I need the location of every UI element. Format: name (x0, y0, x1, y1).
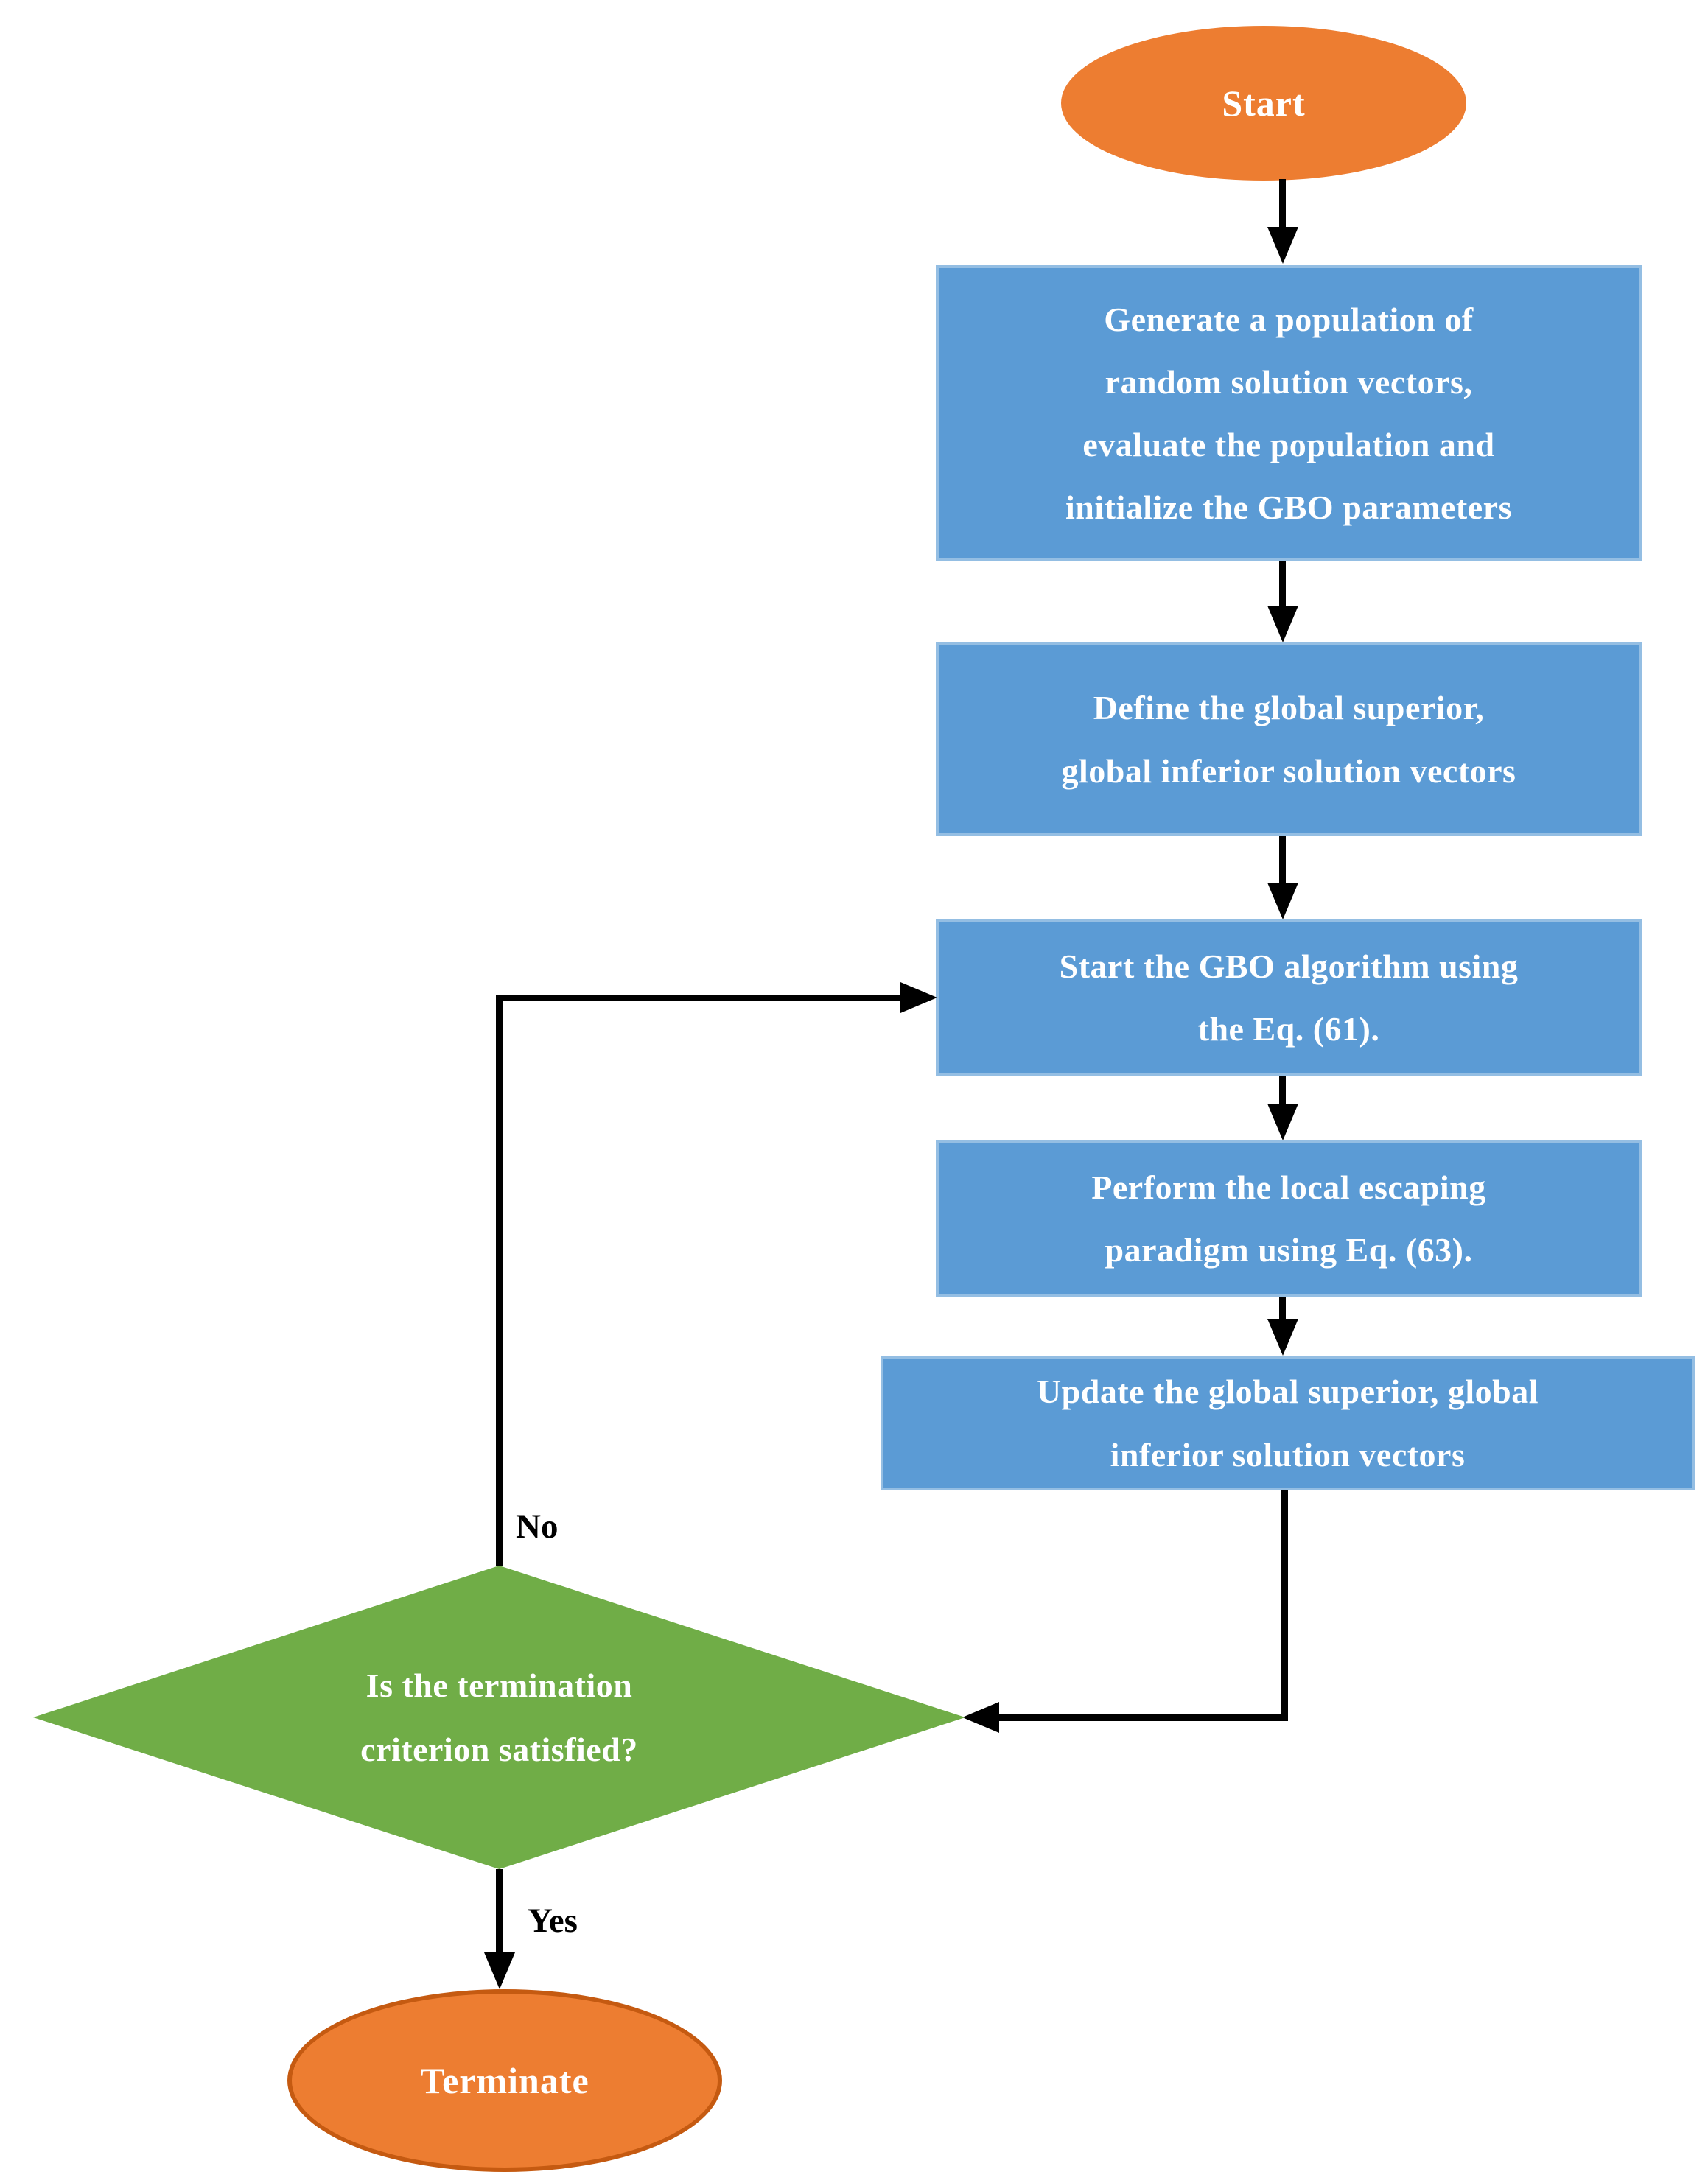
process-update-vectors: Update the global superior, global infer… (881, 1356, 1695, 1490)
process-update-vectors-text: Update the global superior, global infer… (1036, 1373, 1539, 1474)
arrow-update-to-decision-head (962, 1702, 999, 1733)
process-start-gbo: Start the GBO algorithm using the Eq. (6… (936, 919, 1642, 1076)
arrow-generate-to-define-stem (1279, 561, 1286, 609)
terminate-label: Terminate (420, 2060, 589, 2101)
arrow-gbo-to-escape-stem (1279, 1076, 1286, 1107)
arrow-yes-stem (496, 1869, 503, 1956)
start-node: Start (1061, 26, 1466, 181)
arrow-escape-to-update-head (1267, 1319, 1298, 1356)
arrow-no-horizontal (496, 995, 900, 1001)
arrow-yes-head (484, 1952, 515, 1989)
process-define-vectors-text: Define the global superior, global infer… (1061, 689, 1516, 790)
start-label: Start (1222, 83, 1306, 124)
yes-edge-label: Yes (528, 1902, 578, 1940)
arrow-gbo-to-escape-head (1267, 1104, 1298, 1140)
process-generate-population: Generate a population of random solution… (936, 265, 1642, 561)
process-define-vectors: Define the global superior, global infer… (936, 642, 1642, 836)
arrow-start-to-generate-stem (1279, 179, 1286, 231)
arrow-define-to-gbo-head (1267, 883, 1298, 919)
decision-termination-text: Is the termination criterion satisfied? (360, 1666, 638, 1768)
arrow-update-to-decision-horizontal (999, 1714, 1288, 1721)
decision-termination: Is the termination criterion satisfied? (33, 1566, 965, 1869)
arrow-define-to-gbo-stem (1279, 836, 1286, 886)
arrow-update-to-decision-vertical (1281, 1490, 1288, 1720)
arrow-no-vertical (496, 995, 503, 1566)
arrow-no-head (900, 982, 937, 1013)
no-edge-label: No (516, 1507, 559, 1546)
process-local-escaping: Perform the local escaping paradigm usin… (936, 1140, 1642, 1297)
process-start-gbo-text: Start the GBO algorithm using the Eq. (6… (1059, 947, 1519, 1048)
process-generate-population-text: Generate a population of random solution… (1065, 300, 1512, 527)
terminate-node: Terminate (287, 1989, 722, 2172)
process-local-escaping-text: Perform the local escaping paradigm usin… (1091, 1168, 1486, 1269)
arrow-escape-to-update-stem (1279, 1297, 1286, 1322)
arrow-start-to-generate-head (1267, 227, 1298, 264)
arrow-generate-to-define-head (1267, 606, 1298, 642)
